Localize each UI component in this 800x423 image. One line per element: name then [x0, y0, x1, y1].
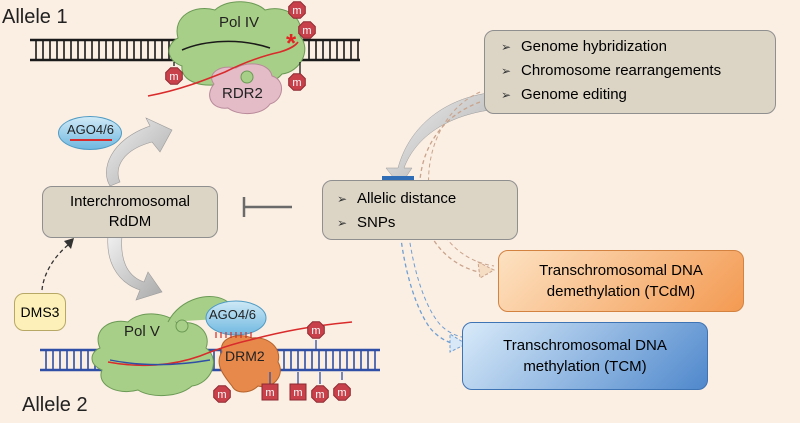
- pol-iv-label: Pol IV: [219, 14, 260, 31]
- drivers-arrow: [385, 92, 491, 187]
- driver-item-label: Genome hybridization: [521, 38, 667, 55]
- methyl-mark-label: m: [311, 325, 320, 337]
- methyl-mark-icon: m: [307, 321, 325, 339]
- dms3-arrow: [41, 241, 73, 291]
- driver-item: ➢ Chromosome rearrangements: [499, 59, 775, 83]
- methyl-mark-icon: m: [288, 1, 306, 19]
- tcdm-line2: demethylation (TCdM): [546, 283, 696, 300]
- arrowhead-tcm: [449, 333, 468, 353]
- rddm-line1: Interchromosomal: [69, 193, 191, 210]
- interchromosomal-rddm-box: Interchromosomal RdDM: [42, 186, 218, 238]
- pol-iv-rna: [147, 41, 299, 97]
- driver-item-label: Genome editing: [521, 86, 627, 103]
- methyl-mark-icon: m: [298, 21, 316, 39]
- methyl-mark-label: m: [337, 387, 346, 399]
- tcdm-box: Transchromosomal DNA demethylation (TCdM…: [498, 250, 744, 312]
- tcm-box: Transchromosomal DNA methylation (TCM): [462, 322, 708, 390]
- methyl-mark-label: m: [302, 25, 311, 37]
- rdr2-label: RDR2: [222, 85, 263, 102]
- drm2-shape: [218, 335, 281, 393]
- factor-item: ➢ Allelic distance: [335, 187, 517, 211]
- tcdm-line1: Transchromosomal DNA: [539, 262, 703, 279]
- methyl-mark-label: m: [315, 389, 324, 401]
- gray-arrow-top: [106, 117, 173, 187]
- bullet-icon: ➢: [501, 88, 512, 102]
- factors-blue-bar: [382, 176, 414, 181]
- ago-top-rna: [70, 139, 112, 141]
- methyl-mark-icon: m: [288, 73, 306, 91]
- factor-item-label: Allelic distance: [357, 190, 457, 207]
- arrowhead-tcdm: [477, 261, 496, 279]
- allele2-label: Allele 2: [22, 394, 88, 416]
- dms3-box: DMS3: [14, 293, 66, 331]
- pol-v-complex: [91, 296, 353, 396]
- methyl-square-icon: m: [261, 383, 279, 401]
- bullet-icon: ➢: [337, 216, 348, 230]
- methyl-mark-icon: m: [333, 383, 351, 401]
- bullet-icon: ➢: [501, 40, 512, 54]
- inhibition-arrow: [242, 197, 292, 217]
- ago-top: AGO4/6: [58, 116, 122, 150]
- rdr2-shape: [209, 63, 282, 114]
- methyl-stems: [173, 62, 343, 384]
- pol-v-label: Pol V: [124, 323, 160, 340]
- methyl-mark-label: m: [292, 77, 301, 89]
- methyl-mark-label: m: [169, 71, 178, 83]
- rddm-line2: RdDM: [108, 213, 152, 230]
- drivers-box: ➢ Genome hybridization ➢ Chromosome rearra…: [484, 30, 776, 114]
- methyl-square-icon: m: [289, 383, 307, 401]
- methyl-mark-icon: m: [311, 385, 329, 403]
- factor-item: ➢ SNPs: [335, 211, 517, 235]
- tcm-line1: Transchromosomal DNA: [503, 337, 667, 354]
- methyl-mark-label: m: [265, 387, 274, 399]
- pol-iv-complex: [147, 1, 306, 114]
- allele1-label: Allele 1: [2, 6, 68, 28]
- driver-item-label: Chromosome rearrangements: [521, 62, 722, 79]
- pol-iv-shape: [168, 1, 306, 88]
- tcm-line2: methylation (TCM): [523, 358, 647, 375]
- driver-item: ➢ Genome hybridization: [499, 35, 775, 59]
- methyl-mark-icon: m: [165, 67, 183, 85]
- ago-bottom-label: AGO4/6: [209, 307, 256, 322]
- bullet-icon: ➢: [337, 192, 348, 206]
- bullet-icon: ➢: [501, 64, 512, 78]
- gray-arrow-bottom: [107, 235, 163, 301]
- drm2-label: DRM2: [225, 348, 265, 364]
- factor-item-label: SNPs: [357, 214, 396, 231]
- methyl-mark-label: m: [217, 389, 226, 401]
- methyl-mark-label: m: [293, 387, 302, 399]
- pol-v-shape: [91, 313, 214, 396]
- factors-box: ➢ Allelic distance ➢ SNPs: [322, 180, 518, 240]
- star-label: *: [286, 28, 297, 58]
- methyl-mark-icon: m: [213, 385, 231, 403]
- dashed-to-tcdm: [419, 101, 489, 275]
- dms3-label: DMS3: [20, 304, 60, 320]
- driver-item: ➢ Genome editing: [499, 83, 775, 107]
- methyl-mark-label: m: [292, 5, 301, 17]
- ago-top-label: AGO4/6: [67, 122, 114, 137]
